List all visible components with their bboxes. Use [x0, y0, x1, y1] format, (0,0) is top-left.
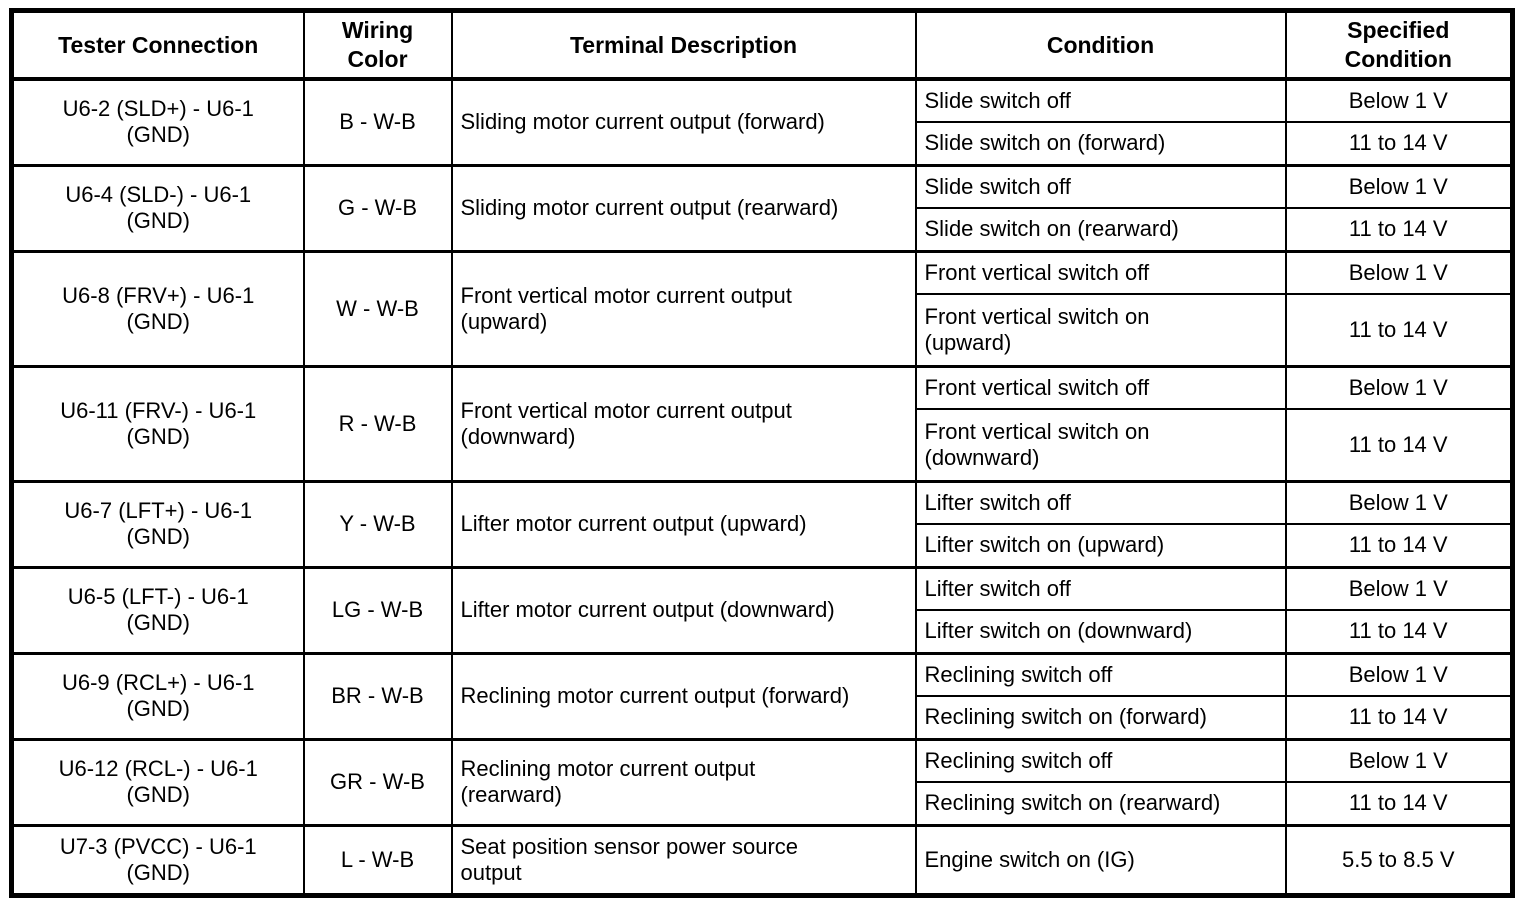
condition-cell: Front vertical switch on (downward) — [914, 408, 1287, 482]
condition-cell: Lifter switch off — [914, 565, 1287, 611]
terminal-description-cell: Reclining motor current output (forward) — [450, 651, 917, 740]
condition-cell: Slide switch off — [914, 77, 1287, 123]
table-row: Front vertical switch on (downward)11 to… — [12, 408, 1514, 482]
condition-cell: Slide switch off — [914, 163, 1287, 209]
table-row: Lifter switch on (upward)11 to 14 V — [12, 523, 1514, 568]
specified-condition-cell: 11 to 14 V — [1284, 408, 1514, 482]
terminal-description-cell: Lifter motor current output (upward) — [450, 479, 917, 568]
specified-condition-cell: Below 1 V — [1284, 364, 1514, 410]
wiring-color-cell: W - W-B — [302, 249, 453, 367]
tester-connection-cell: U7-3 (PVCC) - U6-1 (GND) — [10, 823, 305, 896]
wiring-color-cell: Y - W-B — [302, 479, 453, 568]
wiring-color-cell: L - W-B — [302, 823, 453, 896]
wiring-color-cell: G - W-B — [302, 163, 453, 252]
tester-connection-cell: U6-8 (FRV+) - U6-1 (GND) — [10, 249, 305, 367]
terminal-description-cell: Lifter motor current output (downward) — [450, 565, 917, 654]
specified-condition-cell: Below 1 V — [1284, 565, 1514, 611]
tester-connection-cell: U6-2 (SLD+) - U6-1 (GND) — [10, 77, 305, 166]
specified-condition-cell: Below 1 V — [1284, 163, 1514, 209]
tester-connection-cell: U6-12 (RCL-) - U6-1 (GND) — [10, 737, 305, 826]
specified-condition-cell: 11 to 14 V — [1284, 293, 1514, 367]
table-row: Slide switch on (rearward)11 to 14 V — [12, 207, 1514, 252]
wiring-color-cell: LG - W-B — [302, 565, 453, 654]
terminal-description-cell: Front vertical motor current output (upw… — [450, 249, 917, 367]
condition-cell: Reclining switch off — [914, 651, 1287, 697]
tester-connection-cell: U6-9 (RCL+) - U6-1 (GND) — [10, 651, 305, 740]
condition-cell: Front vertical switch off — [914, 364, 1287, 410]
header-specified-condition: Specified Condition — [1284, 9, 1514, 81]
condition-cell: Front vertical switch on (upward) — [914, 293, 1287, 367]
table-row: Front vertical switch on (upward)11 to 1… — [12, 293, 1514, 367]
wiring-color-cell: R - W-B — [302, 364, 453, 482]
condition-cell: Reclining switch on (rearward) — [914, 781, 1287, 826]
table-row: Reclining switch on (rearward)11 to 14 V — [12, 781, 1514, 826]
condition-cell: Lifter switch on (downward) — [914, 609, 1287, 654]
condition-cell: Reclining switch off — [914, 737, 1287, 783]
terminal-inspection-table: Tester Connection Wiring Color Terminal … — [9, 8, 1515, 898]
table-row: Slide switch on (forward)11 to 14 V — [12, 121, 1514, 166]
header-wiring-color: Wiring Color — [302, 9, 453, 81]
header-tester-connection: Tester Connection — [10, 9, 305, 81]
terminal-description-cell: Sliding motor current output (forward) — [450, 77, 917, 166]
table-row: Lifter switch on (downward)11 to 14 V — [12, 609, 1514, 654]
tester-connection-cell: U6-7 (LFT+) - U6-1 (GND) — [10, 479, 305, 568]
wiring-color-cell: GR - W-B — [302, 737, 453, 826]
header-condition: Condition — [914, 9, 1287, 81]
condition-cell: Engine switch on (IG) — [914, 823, 1287, 896]
terminal-description-cell: Sliding motor current output (rearward) — [450, 163, 917, 252]
specified-condition-cell: 11 to 14 V — [1284, 781, 1514, 826]
table-row: Reclining switch on (forward)11 to 14 V — [12, 695, 1514, 740]
condition-cell: Reclining switch on (forward) — [914, 695, 1287, 740]
specified-condition-cell: Below 1 V — [1284, 479, 1514, 525]
condition-cell: Lifter switch on (upward) — [914, 523, 1287, 568]
wiring-color-cell: BR - W-B — [302, 651, 453, 740]
header-terminal-description: Terminal Description — [450, 9, 917, 81]
specified-condition-cell: Below 1 V — [1284, 737, 1514, 783]
specified-condition-cell: Below 1 V — [1284, 77, 1514, 123]
tester-connection-cell: U6-4 (SLD-) - U6-1 (GND) — [10, 163, 305, 252]
specified-condition-cell: 5.5 to 8.5 V — [1284, 823, 1514, 896]
wiring-color-cell: B - W-B — [302, 77, 453, 166]
terminal-description-cell: Front vertical motor current output (dow… — [450, 364, 917, 482]
tester-connection-cell: U6-5 (LFT-) - U6-1 (GND) — [10, 565, 305, 654]
terminal-description-cell: Reclining motor current output (rearward… — [450, 737, 917, 826]
table-header: Tester Connection Wiring Color Terminal … — [10, 9, 1514, 81]
header-row: Tester Connection Wiring Color Terminal … — [10, 9, 1514, 81]
condition-cell: Front vertical switch off — [914, 249, 1287, 295]
tester-connection-cell: U6-11 (FRV-) - U6-1 (GND) — [10, 364, 305, 482]
condition-cell: Slide switch on (rearward) — [914, 207, 1287, 252]
condition-cell: Lifter switch off — [914, 479, 1287, 525]
specified-condition-cell: 11 to 14 V — [1284, 207, 1514, 252]
specified-condition-cell: Below 1 V — [1284, 651, 1514, 697]
specified-condition-cell: 11 to 14 V — [1284, 121, 1514, 166]
specified-condition-cell: Below 1 V — [1284, 249, 1514, 295]
specified-condition-cell: 11 to 14 V — [1284, 695, 1514, 740]
condition-cell: Slide switch on (forward) — [914, 121, 1287, 166]
specified-condition-cell: 11 to 14 V — [1284, 523, 1514, 568]
terminal-description-cell: Seat position sensor power source output — [450, 823, 917, 896]
specified-condition-cell: 11 to 14 V — [1284, 609, 1514, 654]
